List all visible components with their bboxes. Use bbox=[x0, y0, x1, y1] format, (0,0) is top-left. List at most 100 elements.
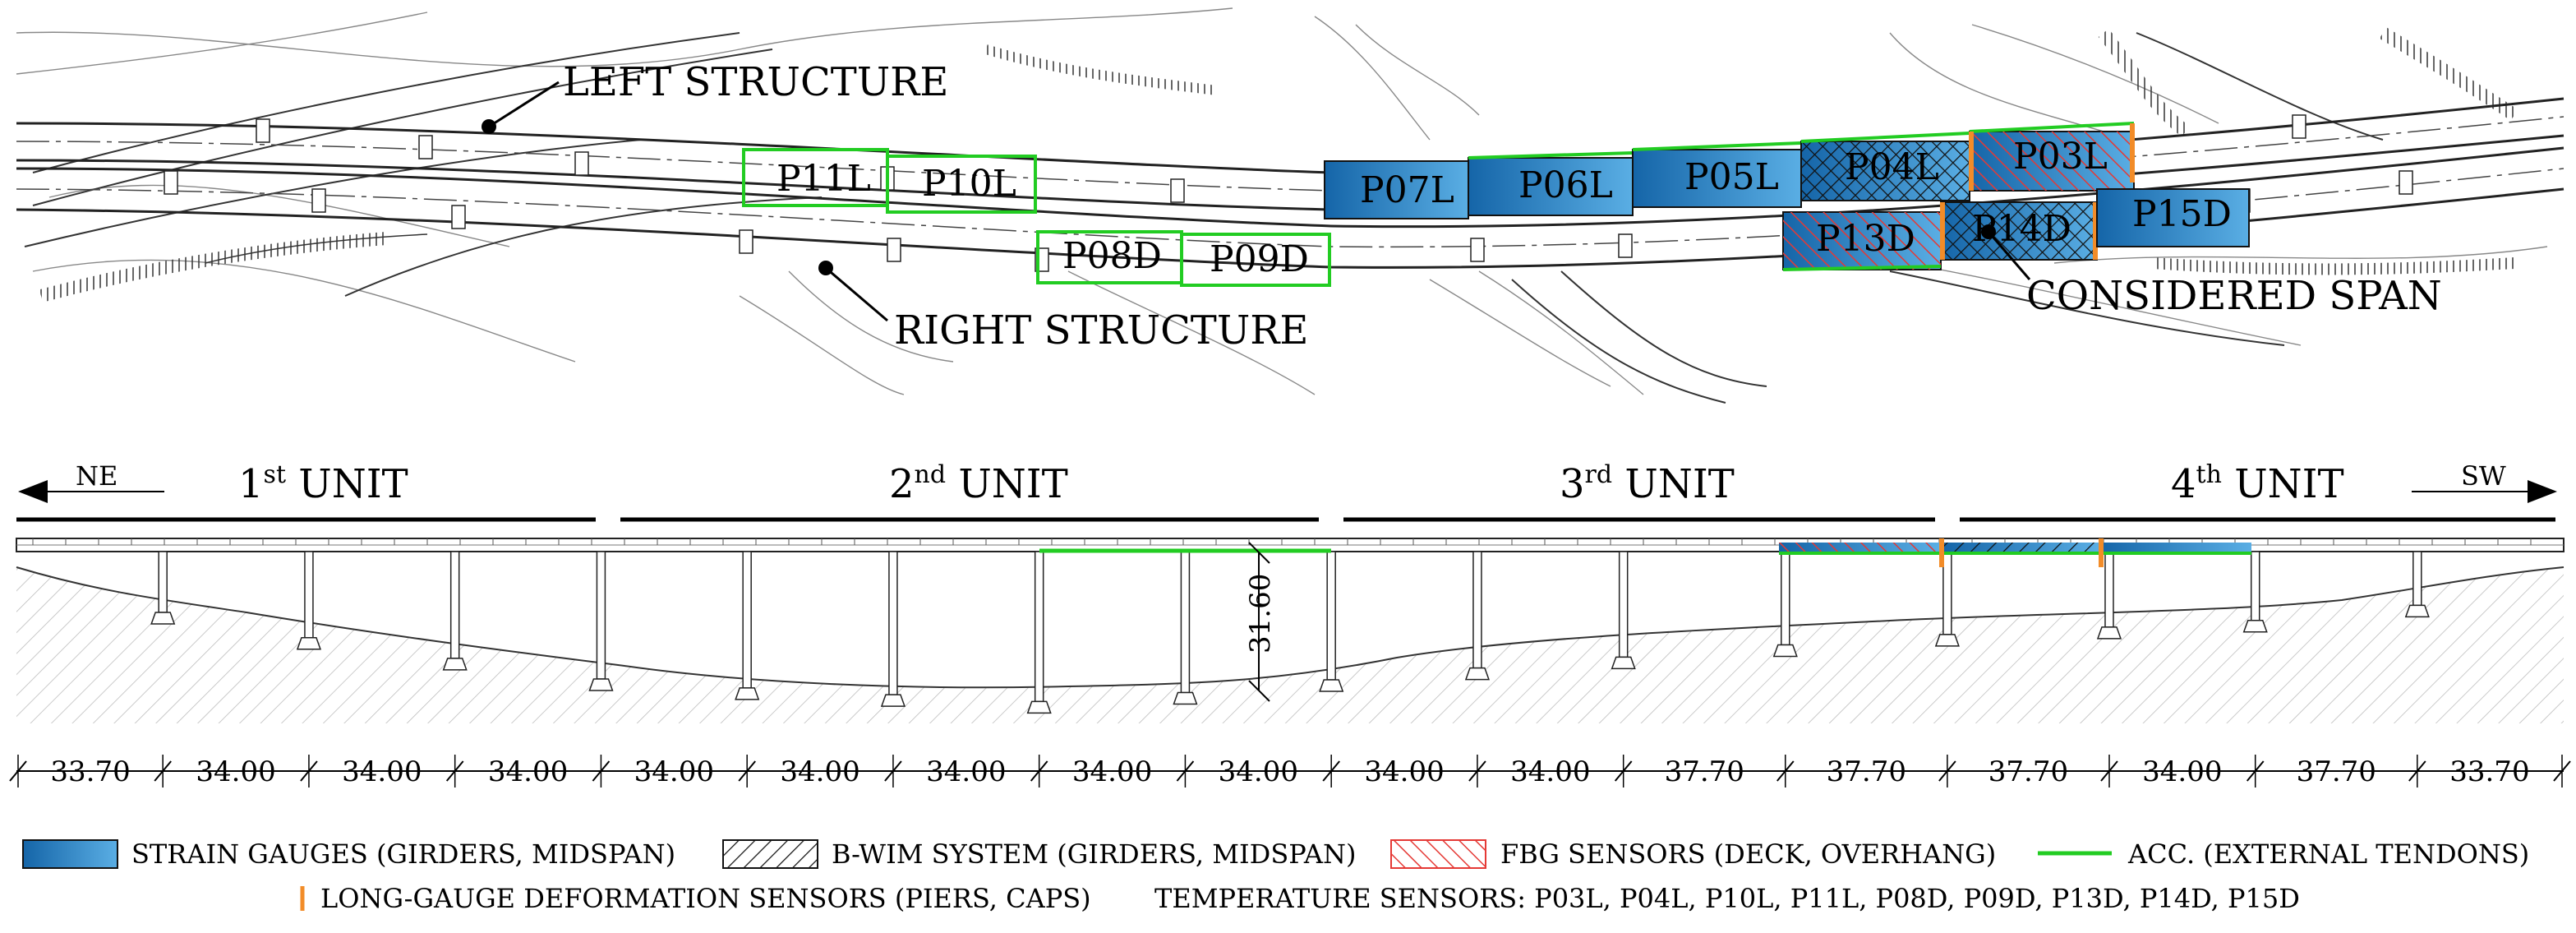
span-label: P08D bbox=[1062, 235, 1162, 277]
considered-span-label: CONSIDERED SPAN bbox=[2026, 273, 2442, 319]
span-length-label: 33.70 bbox=[50, 755, 130, 788]
pier-footing bbox=[588, 678, 614, 691]
span-length-label: 34.00 bbox=[2142, 755, 2222, 788]
span-dimension-line: 33.70 34.00 34.00 34.00 34.00 34.00 34.00 34.00… bbox=[9, 755, 2571, 788]
pier-column bbox=[742, 551, 752, 689]
pier-column bbox=[2104, 551, 2114, 628]
span-p10l bbox=[886, 155, 1037, 214]
span-p09d bbox=[1180, 233, 1331, 287]
unit-labels: 1st UNIT 2nd UNIT 3rd UNIT 4th UNIT bbox=[16, 460, 2555, 522]
span-length-label: 33.70 bbox=[2449, 755, 2529, 788]
piers bbox=[150, 551, 2430, 714]
pier-footing bbox=[1772, 644, 1798, 658]
legend-bwim-swatch bbox=[722, 839, 818, 869]
direction-ne: NE bbox=[76, 460, 118, 492]
span-length-label: 34.00 bbox=[1219, 755, 1298, 788]
pier bbox=[1464, 551, 1491, 681]
span-label: P13D bbox=[1816, 218, 1915, 260]
span-length-label: 37.70 bbox=[1827, 755, 1906, 788]
pier-footing bbox=[296, 636, 321, 650]
pier-footing bbox=[1319, 679, 1344, 692]
legend-longgauge-label: LONG-GAUGE DEFORMATION SENSORS (PIERS, C… bbox=[320, 883, 1091, 914]
pier bbox=[1173, 551, 1198, 705]
pier bbox=[150, 551, 176, 625]
pier-footing bbox=[1173, 691, 1198, 705]
pier bbox=[1934, 551, 1960, 647]
embankments bbox=[39, 27, 2518, 303]
unit-3-label: 3rd UNIT bbox=[1560, 460, 1735, 507]
pier-footing bbox=[1464, 667, 1491, 681]
pier bbox=[735, 551, 760, 700]
ground-profile bbox=[16, 566, 2564, 723]
pier-footing bbox=[1934, 634, 1960, 647]
dim-labels: 33.70 34.00 34.00 34.00 34.00 34.00 34.00 34.00… bbox=[50, 755, 2529, 788]
pier-footing bbox=[735, 687, 760, 700]
pier-column bbox=[1781, 551, 1790, 646]
legend: STRAIN GAUGES (GIRDERS, MIDSPAN) B-WIM S… bbox=[22, 838, 2529, 914]
span-label: P03L bbox=[2013, 136, 2108, 178]
unit-4-label: 4th UNIT bbox=[2171, 460, 2344, 507]
span-length-label: 34.00 bbox=[196, 755, 275, 788]
pier-column bbox=[304, 551, 314, 639]
span-label: P07L bbox=[1360, 169, 1454, 211]
span-label: P09D bbox=[1210, 238, 1309, 280]
pier-column bbox=[449, 551, 460, 659]
pier bbox=[2096, 551, 2122, 640]
pier-column bbox=[1472, 551, 1482, 669]
legend-temperature-label: TEMPERATURE SENSORS: P03L, P04L, P10L, P… bbox=[1154, 883, 2300, 914]
roads bbox=[24, 32, 2384, 404]
pier-footing bbox=[2404, 604, 2430, 618]
arrow-right-icon bbox=[2528, 480, 2557, 503]
pier bbox=[1319, 551, 1344, 692]
span-length-label: 34.00 bbox=[488, 755, 568, 788]
span-length-label: 34.00 bbox=[1510, 755, 1590, 788]
span-length-label: 34.00 bbox=[1072, 755, 1152, 788]
span-length-label: 34.00 bbox=[342, 755, 422, 788]
pier-column bbox=[1180, 551, 1191, 694]
pier-footing bbox=[442, 658, 468, 671]
span-p13d bbox=[1782, 211, 1942, 271]
span-length-label: 37.70 bbox=[1665, 755, 1744, 788]
span-p07l bbox=[1324, 160, 1469, 219]
pier bbox=[2404, 551, 2430, 618]
plan-pier-markers bbox=[164, 114, 2413, 272]
pier bbox=[1026, 551, 1052, 714]
span-p06l bbox=[1468, 157, 1634, 216]
dim-ticks bbox=[9, 755, 2571, 788]
direction-arrows: NE SW bbox=[18, 460, 2557, 503]
left-structure-label: LEFT STRUCTURE bbox=[563, 59, 948, 105]
pier-footing bbox=[150, 612, 176, 625]
span-label: P10L bbox=[922, 163, 1016, 205]
span-length-label: 34.00 bbox=[634, 755, 714, 788]
span-labels: P11L P10L P07L P06L P05L P04L P03L P08D … bbox=[776, 136, 2232, 280]
pier-column bbox=[888, 551, 898, 695]
plan-view: P11L P10L P07L P06L P05L P04L P03L P08D … bbox=[16, 7, 2564, 404]
legend-bwim-label: B-WIM SYSTEM (GIRDERS, MIDSPAN) bbox=[832, 838, 1356, 870]
span-p14d bbox=[1940, 201, 2098, 261]
pier-column bbox=[1326, 551, 1336, 681]
span-label: P11L bbox=[776, 158, 871, 200]
pier-column bbox=[1618, 551, 1629, 658]
unit-1-label: 1st UNIT bbox=[238, 460, 408, 507]
pier-column bbox=[1034, 551, 1044, 703]
direction-sw: SW bbox=[2461, 460, 2506, 492]
pier-column bbox=[596, 551, 606, 680]
pier-footing bbox=[880, 694, 906, 707]
right-spans bbox=[1036, 188, 2250, 287]
legend-strain-swatch bbox=[22, 839, 118, 869]
span-length-label: 34.00 bbox=[926, 755, 1006, 788]
height-label: 31.60 bbox=[1244, 574, 1277, 654]
pier bbox=[442, 551, 468, 671]
span-label: P05L bbox=[1684, 156, 1779, 198]
elevation-monitoring bbox=[1039, 538, 2251, 567]
unit-2-label: 2nd UNIT bbox=[889, 460, 1068, 507]
span-length-label: 34.00 bbox=[1364, 755, 1444, 788]
pier-footing bbox=[2096, 626, 2122, 640]
legend-strain-label: STRAIN GAUGES (GIRDERS, MIDSPAN) bbox=[131, 838, 675, 870]
span-label: P06L bbox=[1518, 164, 1613, 206]
pier bbox=[1611, 551, 1636, 670]
span-length-label: 37.70 bbox=[1988, 755, 2068, 788]
left-spans bbox=[742, 122, 2135, 219]
legend-fbg-label: FBG SENSORS (DECK, OVERHANG) bbox=[1500, 838, 1996, 870]
